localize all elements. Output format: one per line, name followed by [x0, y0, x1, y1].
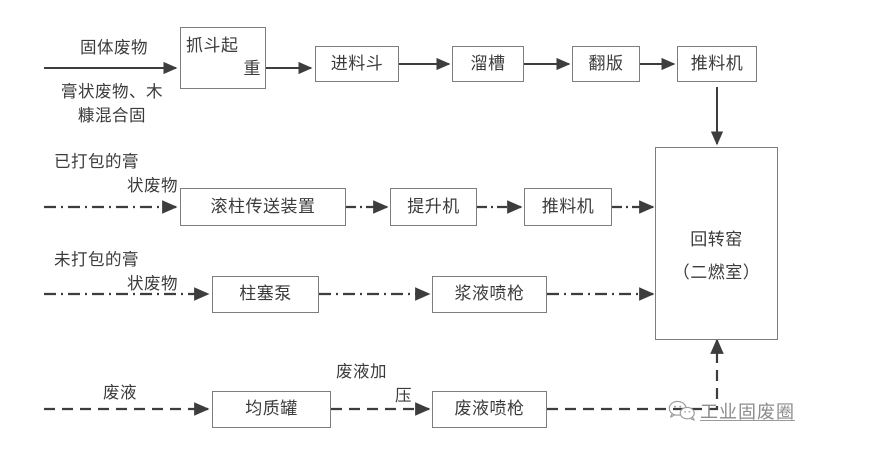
node-roller-conveyor[interactable]: 滚柱传送装置	[180, 188, 346, 226]
edge-label-input-waste-liquid: 废液	[60, 381, 180, 405]
edge-label-input-paste-mix: 膏状废物、木 糠混合固	[42, 80, 182, 128]
edge-label-waste-liquid-pressurize: 废液加 压	[336, 360, 422, 408]
node-feed-hopper[interactable]: 进料斗	[315, 46, 399, 82]
edge-label-input-paste-mix-line-1: 膏状废物、木	[61, 82, 163, 101]
node-slurry-gun[interactable]: 浆液喷枪	[432, 276, 547, 313]
node-pusher-mid-label: 推料机	[541, 196, 595, 216]
node-homogenize-tank[interactable]: 均质罐	[212, 391, 331, 428]
edge-label-input-solid-waste-line-1: 固体废物	[80, 38, 148, 57]
node-waste-liquid-gun-label: 废液喷枪	[454, 399, 525, 419]
node-plunger-pump[interactable]: 柱塞泵	[212, 276, 319, 313]
node-grab-crane-label-line-1: 抓斗起	[186, 36, 239, 56]
watermark: 工业固废圈	[668, 398, 795, 424]
edge-label-input-unpacked-paste-line-2: 状废物	[127, 273, 178, 293]
node-chute-label: 溜槽	[470, 53, 506, 73]
node-plunger-pump-label: 柱塞泵	[239, 284, 292, 304]
edge-label-input-waste-liquid-line-1: 废液	[103, 383, 137, 402]
edge-label-input-solid-waste: 固体废物	[50, 36, 178, 60]
node-rotary-kiln[interactable]: 回转窑 （二燃室）	[655, 147, 778, 340]
node-chute[interactable]: 溜槽	[452, 46, 524, 82]
node-roller-conveyor-label: 滚柱传送装置	[210, 196, 316, 216]
node-grab-crane-label-line-2: 重	[243, 59, 261, 78]
node-feed-hopper-label: 进料斗	[330, 53, 384, 73]
node-turnover[interactable]: 翻版	[572, 46, 640, 82]
edge-label-waste-liquid-pressurize-line-2: 压	[395, 385, 412, 405]
edge-label-input-packed-paste-line-1: 已打包的膏	[54, 152, 139, 171]
edge-label-input-packed-paste: 已打包的膏 状废物	[54, 150, 184, 198]
edge-label-input-paste-mix-line-2: 糠混合固	[78, 105, 146, 125]
node-pusher-top[interactable]: 推料机	[677, 46, 757, 82]
node-pusher-top-label: 推料机	[690, 53, 744, 73]
node-turnover-label: 翻版	[588, 53, 624, 73]
edge-liquid-gun-to-kiln	[547, 338, 724, 411]
edge-label-input-unpacked-paste-line-1: 未打包的膏	[54, 250, 139, 269]
watermark-text: 工业固废圈	[700, 402, 795, 422]
node-homogenize-tank-label: 均质罐	[245, 399, 298, 419]
node-pusher-mid[interactable]: 推料机	[524, 188, 612, 226]
node-slurry-gun-label: 浆液喷枪	[454, 284, 525, 304]
node-waste-liquid-gun[interactable]: 废液喷枪	[432, 391, 547, 428]
node-rotary-kiln-label-line-1: 回转窑	[690, 229, 743, 249]
node-elevator[interactable]: 提升机	[390, 188, 477, 226]
edge-label-waste-liquid-pressurize-line-1: 废液加	[336, 362, 387, 381]
edge-label-input-unpacked-paste: 未打包的膏 状废物	[54, 248, 184, 296]
node-elevator-label: 提升机	[407, 196, 460, 216]
wechat-icon	[668, 400, 696, 422]
node-grab-crane[interactable]: 抓斗起 重	[180, 27, 266, 89]
node-rotary-kiln-label-line-2: （二燃室）	[672, 262, 761, 282]
edge-label-input-packed-paste-line-2: 状废物	[127, 175, 178, 195]
